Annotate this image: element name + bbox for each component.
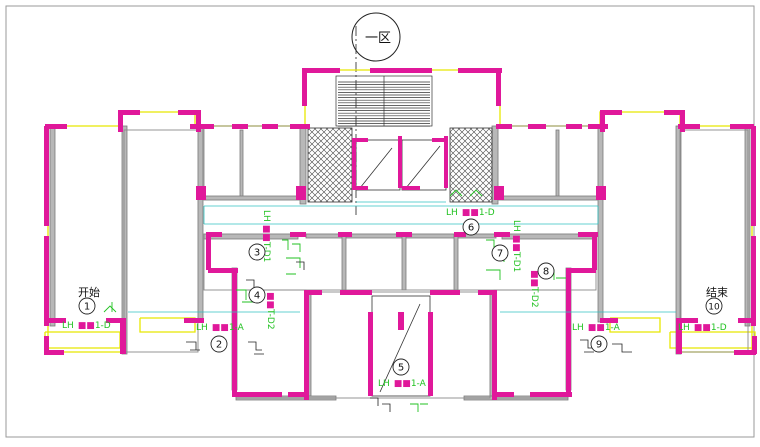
sequence-marker-label: 8 [543, 267, 549, 278]
sequence-marker-2: 2 [210, 335, 228, 353]
start-label: 开始 [78, 285, 100, 299]
sequence-marker-10: 10 [705, 297, 723, 315]
sequence-marker-3: 3 [248, 243, 266, 261]
sequence-marker-8: 8 [537, 262, 555, 280]
room-outlines [123, 125, 749, 399]
zone-label: 一区 [365, 31, 391, 46]
end-label: 结束 [706, 286, 728, 299]
sequence-marker-label: 7 [497, 249, 503, 260]
facade-outline [44, 69, 756, 353]
sequence-marker-label: 3 [254, 248, 260, 259]
sequence-marker-label: 6 [468, 223, 474, 234]
shaft-left [307, 127, 353, 203]
tag-lh-1: LH■■1-D [62, 321, 111, 331]
elevation-marks [103, 189, 566, 412]
tag-lh-10: LH■■1-D [678, 323, 727, 333]
shaft-right [449, 127, 493, 203]
sequence-marker-label: 4 [254, 291, 260, 302]
tag-lh-9: LH■■1-A [572, 323, 621, 333]
cyan-lines [128, 201, 676, 313]
sequence-marker-7: 7 [491, 244, 509, 262]
annotation-tags: LH■■1-D LH■■1-D LH■■1-A LH■■1-A LH■■1-A … [62, 208, 727, 389]
tag-lh-5: LH■■1-A [378, 379, 427, 389]
sequence-marker-label: 1 [84, 302, 90, 313]
zone-marker: 一区 [351, 12, 401, 215]
sequence-marker-1: 1 [78, 297, 96, 315]
structural-walls [44, 68, 757, 400]
sequence-marker-5: 5 [392, 358, 410, 376]
tag-v-7: LH■■T-D1 [511, 220, 521, 272]
dimension-symbols [186, 261, 632, 412]
sequence-marker-label: 5 [398, 363, 404, 374]
tag-v-8: ■■T-D2 [529, 270, 539, 308]
sequence-marker-label: 10 [708, 303, 720, 313]
sequence-marker-4: 4 [248, 286, 266, 304]
tag-lh-6: LH■■1-D [446, 208, 495, 218]
staircase [335, 75, 433, 127]
tag-lh-2: LH■■1-A [196, 323, 245, 333]
sequence-marker-6: 6 [462, 218, 480, 236]
balcony-edges [44, 69, 756, 220]
sequence-marker-9: 9 [590, 335, 608, 353]
sequence-marker-label: 9 [596, 340, 602, 351]
tag-v-3: LH■■T-D1 [261, 210, 271, 262]
sequence-markers: 1 2 3 4 5 6 7 8 9 10 [78, 218, 723, 376]
sequence-marker-label: 2 [216, 340, 222, 351]
tag-v-4: ■■T-D2 [265, 292, 275, 330]
